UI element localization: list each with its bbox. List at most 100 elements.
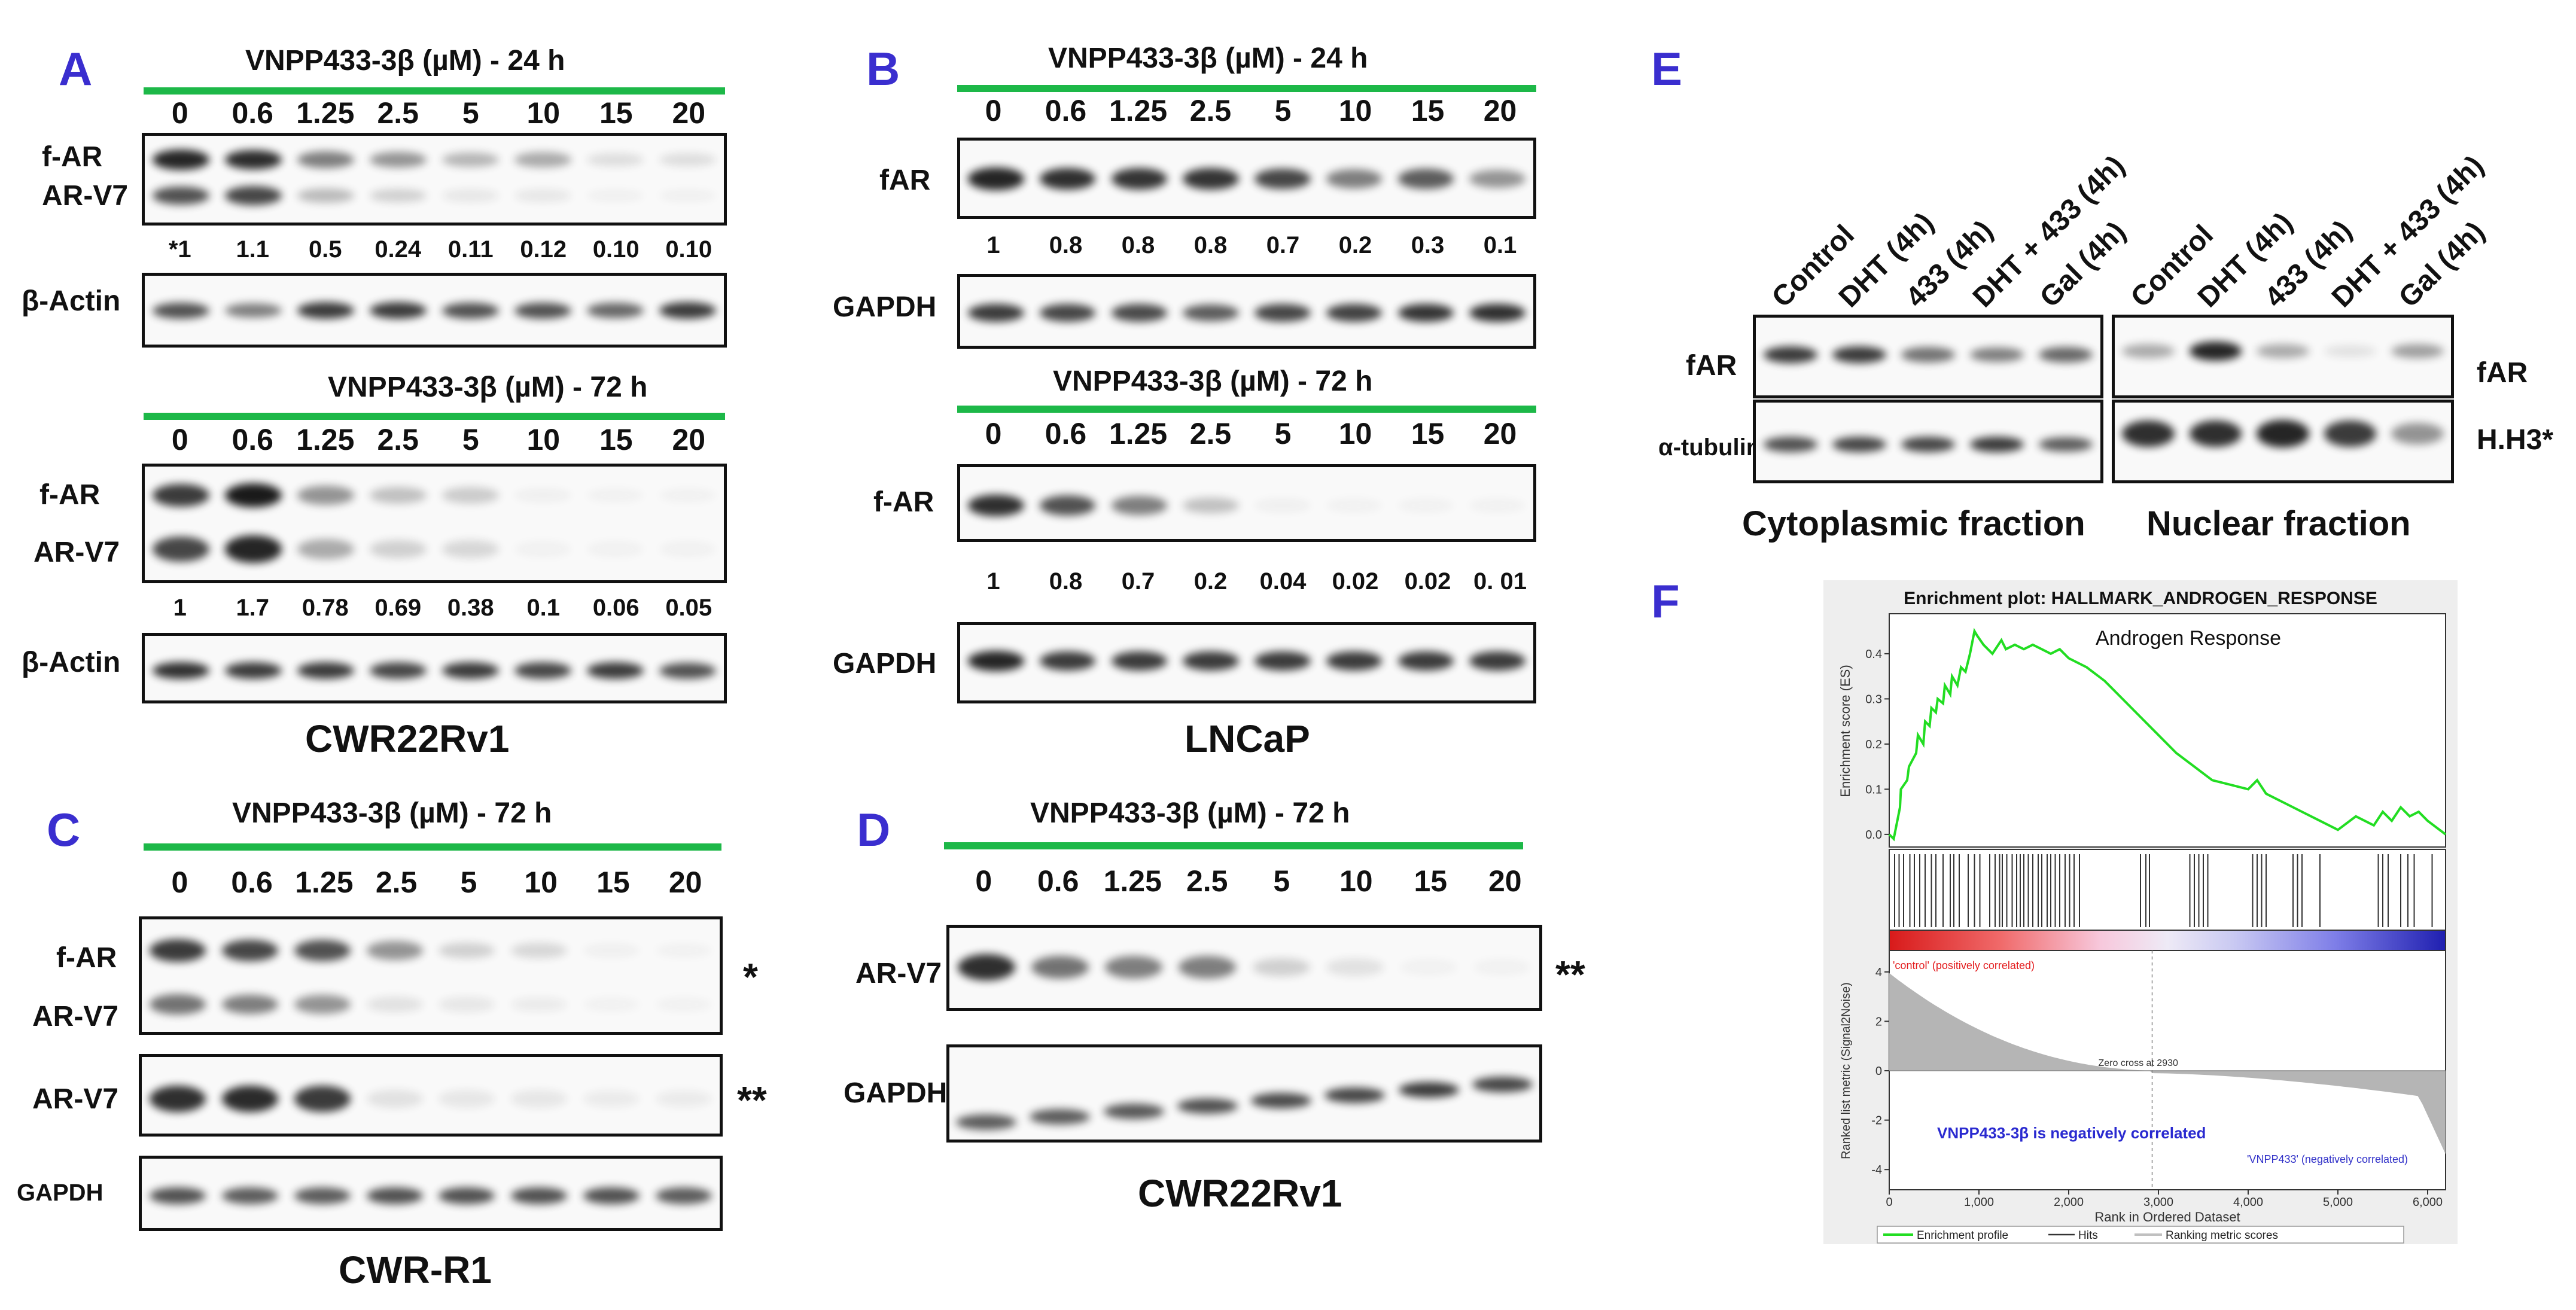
panel-a-bottom-label-far: f-AR	[39, 479, 101, 511]
band	[442, 302, 499, 319]
quant-value: 1	[173, 595, 187, 621]
band	[370, 188, 427, 203]
band	[1183, 651, 1239, 671]
band	[1397, 169, 1454, 189]
band	[297, 151, 354, 168]
band	[222, 1085, 279, 1113]
panel-b-top-title: VNPP433-3β (µM) - 24 h	[1048, 42, 1368, 74]
band	[150, 939, 206, 962]
quant-value: 0.8	[1193, 232, 1228, 258]
lane-label: 0.6	[232, 423, 273, 456]
lane-label: 1.25	[295, 866, 354, 899]
band	[153, 302, 209, 319]
band	[2122, 420, 2175, 447]
quant-value: 0.24	[374, 236, 422, 263]
band	[1326, 498, 1382, 512]
panel-a-top-title: VNPP433-3β (µM) - 24 h	[245, 45, 565, 77]
band	[1326, 304, 1383, 322]
band	[583, 997, 640, 1012]
band	[514, 541, 571, 557]
panel-a-bottom-loading-label: β-Actin	[22, 647, 121, 678]
lane-label: 5	[462, 423, 479, 456]
band	[511, 942, 568, 959]
band	[968, 494, 1024, 517]
x-tick-label: 5,000	[2323, 1196, 2353, 1209]
x-tick-label: 2,000	[2054, 1196, 2084, 1209]
band	[297, 538, 354, 559]
band	[968, 303, 1024, 322]
quant-value: 0.10	[592, 236, 640, 263]
band	[366, 941, 423, 960]
lane-label: 20	[672, 96, 706, 130]
lane-label: 5	[1273, 864, 1290, 898]
band	[222, 994, 279, 1015]
lane-label: 1.25	[296, 423, 355, 456]
band	[366, 1090, 423, 1108]
quant-value: 0. 01	[1473, 568, 1527, 595]
band	[2039, 437, 2093, 452]
band	[442, 487, 499, 504]
lane-label: 0.6	[231, 866, 273, 899]
quant-value: 0.2	[1193, 568, 1228, 595]
band	[1111, 651, 1168, 671]
metric-ytick-label: 0	[1875, 1065, 1882, 1078]
band	[225, 303, 282, 318]
band	[294, 995, 351, 1014]
band	[442, 540, 499, 559]
band	[225, 186, 282, 205]
panel-b-bottom-label: f-AR	[873, 486, 934, 518]
hits-panel-frame	[1889, 849, 2446, 931]
lane-label: 20	[672, 423, 706, 456]
panel-c-label-arv7-2: AR-V7	[32, 1083, 119, 1115]
panel-a-top-loading-blot	[142, 273, 727, 348]
panel-d-blot	[946, 925, 1542, 1011]
band	[656, 943, 712, 958]
panel-b-top-loading-blot	[957, 274, 1536, 349]
zero-cross-label: Zero cross at 2930	[2099, 1058, 2179, 1068]
metric-pos-label: 'control' (positively correlated)	[1893, 959, 2035, 971]
band	[297, 662, 354, 680]
band	[153, 150, 209, 170]
quant-value: 0.7	[1266, 232, 1300, 258]
band	[1326, 169, 1383, 188]
panel-e-nuc-h3-blot	[2112, 400, 2454, 483]
band	[225, 535, 282, 563]
panel-e-label: E	[1651, 42, 1683, 95]
lane-label: 5	[1274, 94, 1292, 127]
band	[656, 997, 712, 1012]
es-ytick-label: 0.3	[1865, 693, 1882, 706]
band	[1469, 651, 1525, 671]
band	[370, 662, 427, 679]
band	[1179, 956, 1237, 979]
lane-label: 15	[596, 866, 630, 899]
quant-value: 0.02	[1332, 568, 1379, 595]
band	[1970, 436, 2024, 453]
band	[583, 1090, 640, 1108]
lane-label: 0	[171, 423, 188, 456]
panel-e-nuc-far-label: fAR	[2477, 357, 2528, 389]
band	[2391, 343, 2444, 359]
band	[1039, 651, 1096, 671]
band	[968, 651, 1024, 671]
es-ylabel: Enrichment score (ES)	[1838, 665, 1853, 797]
quant-value: 1.7	[236, 595, 270, 621]
band	[514, 662, 571, 679]
band	[1472, 1077, 1533, 1092]
panel-b-bottom-loading-blot	[957, 622, 1536, 703]
quant-value: 0.04	[1259, 568, 1307, 595]
lane-label: 0	[985, 417, 1002, 450]
panel-a-bottom-title: VNPP433-3β (µM) - 72 h	[328, 371, 648, 403]
band	[1177, 1098, 1238, 1114]
band	[587, 541, 643, 557]
band	[511, 997, 568, 1012]
band	[1398, 498, 1454, 512]
lane-label: 5	[1274, 417, 1292, 450]
quant-value: 0.8	[1049, 568, 1083, 595]
metric-ytick-label: 2	[1875, 1015, 1882, 1028]
quant-value: 0.2	[1338, 232, 1372, 258]
lane-label: 10	[1339, 864, 1373, 898]
band	[1254, 651, 1311, 671]
quant-value: 0.8	[1121, 232, 1155, 258]
es-ytick-label: 0.0	[1865, 828, 1882, 842]
